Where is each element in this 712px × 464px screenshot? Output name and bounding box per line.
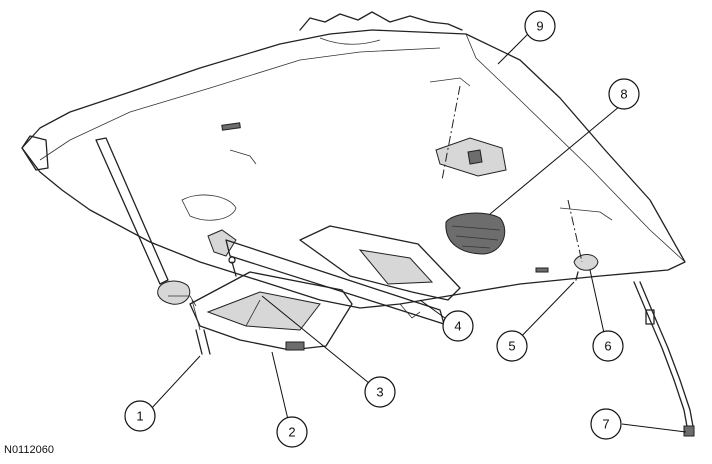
callout-4-label: 4	[454, 319, 461, 334]
callout-9-label: 9	[536, 19, 543, 34]
dome-lamp	[435, 85, 507, 255]
overhead-handle	[181, 194, 461, 325]
callout-5: 5	[496, 330, 528, 362]
leader-lines	[149, 33, 687, 433]
callout-7: 7	[590, 408, 622, 440]
callout-8: 8	[608, 78, 640, 110]
callout-5-label: 5	[508, 339, 515, 354]
callout-3-label: 3	[376, 385, 383, 400]
callout-2-label: 2	[288, 425, 295, 440]
wire-harness	[633, 281, 695, 437]
callout-6-label: 6	[604, 339, 611, 354]
callout-6: 6	[592, 330, 624, 362]
callout-8-label: 8	[620, 87, 627, 102]
visor-fastener	[191, 299, 211, 355]
screw	[228, 256, 237, 277]
callout-4: 4	[442, 310, 474, 342]
callout-1-label: 1	[136, 409, 143, 424]
callout-9: 9	[524, 10, 556, 42]
callout-7-label: 7	[602, 417, 609, 432]
handle-bracket-left	[95, 137, 197, 307]
callout-1: 1	[124, 400, 156, 432]
callout-2: 2	[276, 416, 308, 448]
headliner-panel	[21, 11, 686, 309]
figure-reference-code: N0112060	[4, 444, 54, 456]
callout-3: 3	[364, 376, 396, 408]
right-clip	[567, 199, 599, 281]
